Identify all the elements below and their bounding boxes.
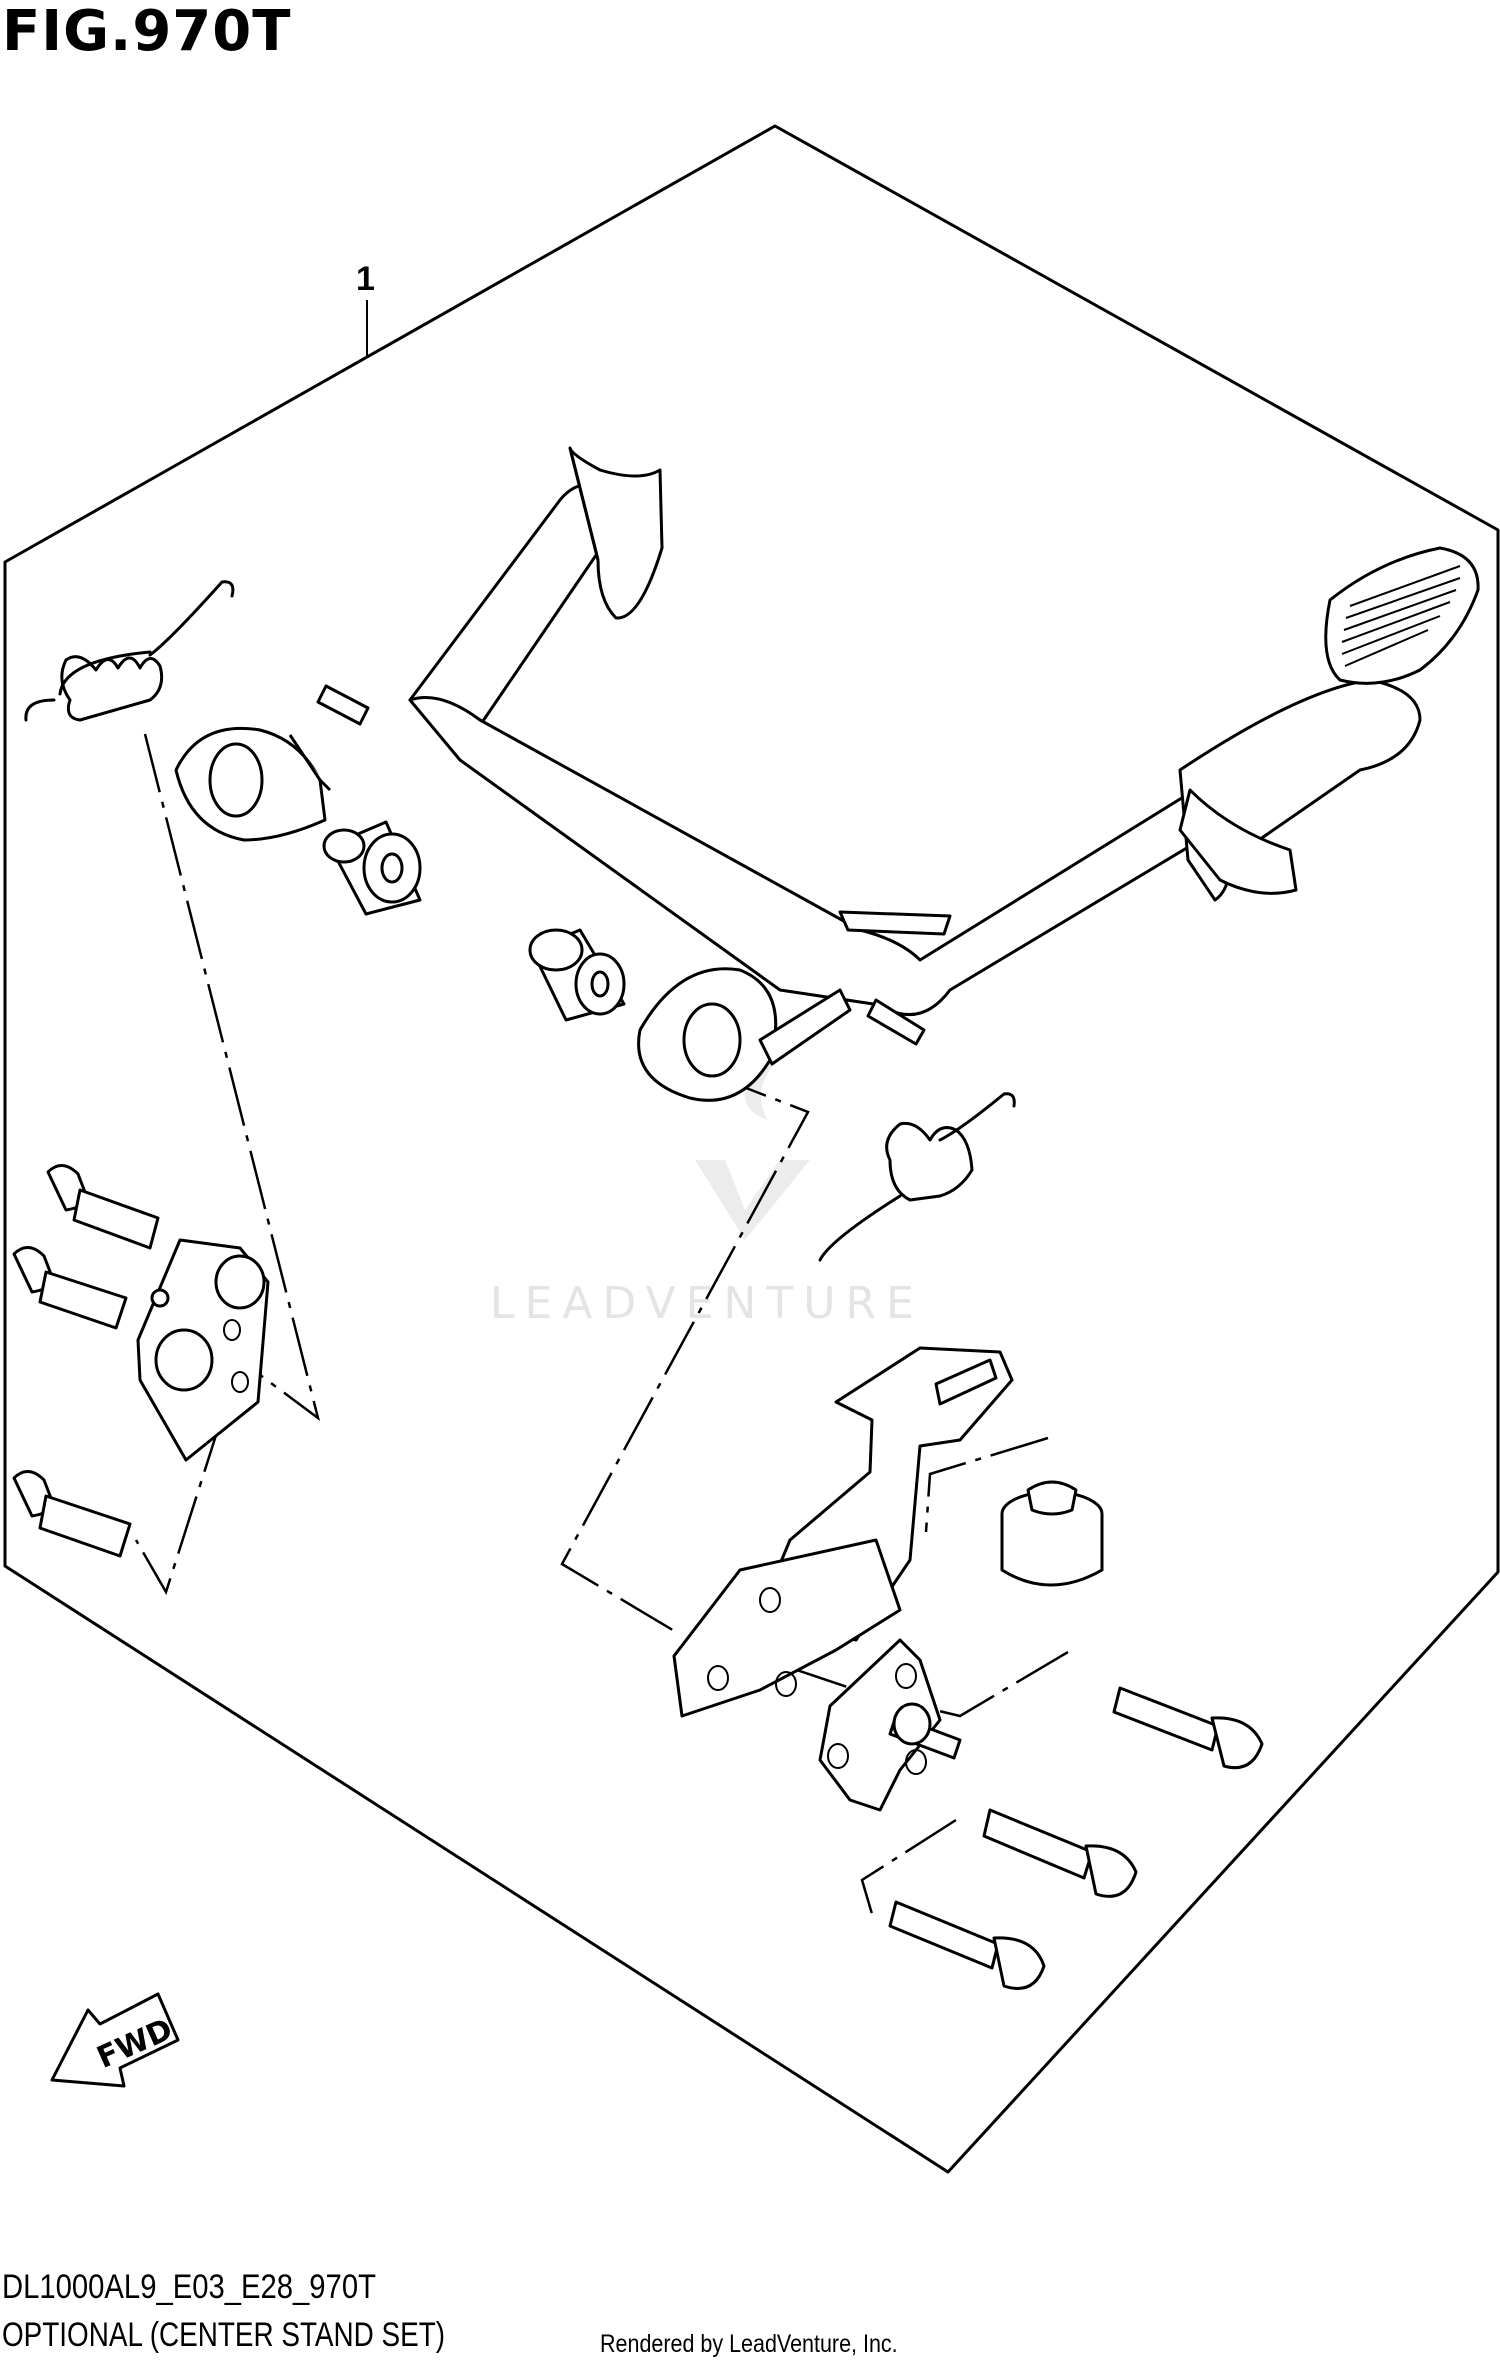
- watermark-text: LEADVENTURE: [490, 1278, 924, 1329]
- spring-upper: [24, 580, 235, 722]
- left-mounting-bracket: [136, 1238, 270, 1462]
- right-bolt-3: [888, 1900, 1046, 1990]
- left-bolt-1: [46, 1164, 160, 1250]
- figure-title: FIG.970T: [2, 0, 292, 64]
- fwd-arrow-icon: FWD: [50, 1992, 180, 2088]
- spring-lower: [818, 1092, 1016, 1262]
- center-stand-frame: [174, 446, 1480, 1102]
- left-bolt-3: [12, 1470, 132, 1558]
- right-mounting-bracket: [672, 1346, 1014, 1812]
- rendered-by-credit: Rendered by LeadVenture, Inc.: [600, 2330, 898, 2358]
- callout-1: 1: [356, 260, 375, 356]
- bushing-upper: [322, 820, 422, 916]
- left-bolt-2: [12, 1246, 128, 1330]
- bushing-lower: [528, 928, 626, 1022]
- right-bolt-1: [1112, 1686, 1264, 1770]
- right-pivot-pin: [888, 1702, 962, 1760]
- figure-caption: OPTIONAL (CENTER STAND SET): [2, 2316, 446, 2354]
- model-code: DL1000AL9_E03_E28_970T: [2, 2268, 376, 2306]
- rubber-stopper: [1000, 1480, 1104, 1587]
- right-bolt-2: [982, 1808, 1138, 1898]
- set-boundary-outline: [3, 124, 1500, 2174]
- svg-text:1: 1: [356, 260, 375, 298]
